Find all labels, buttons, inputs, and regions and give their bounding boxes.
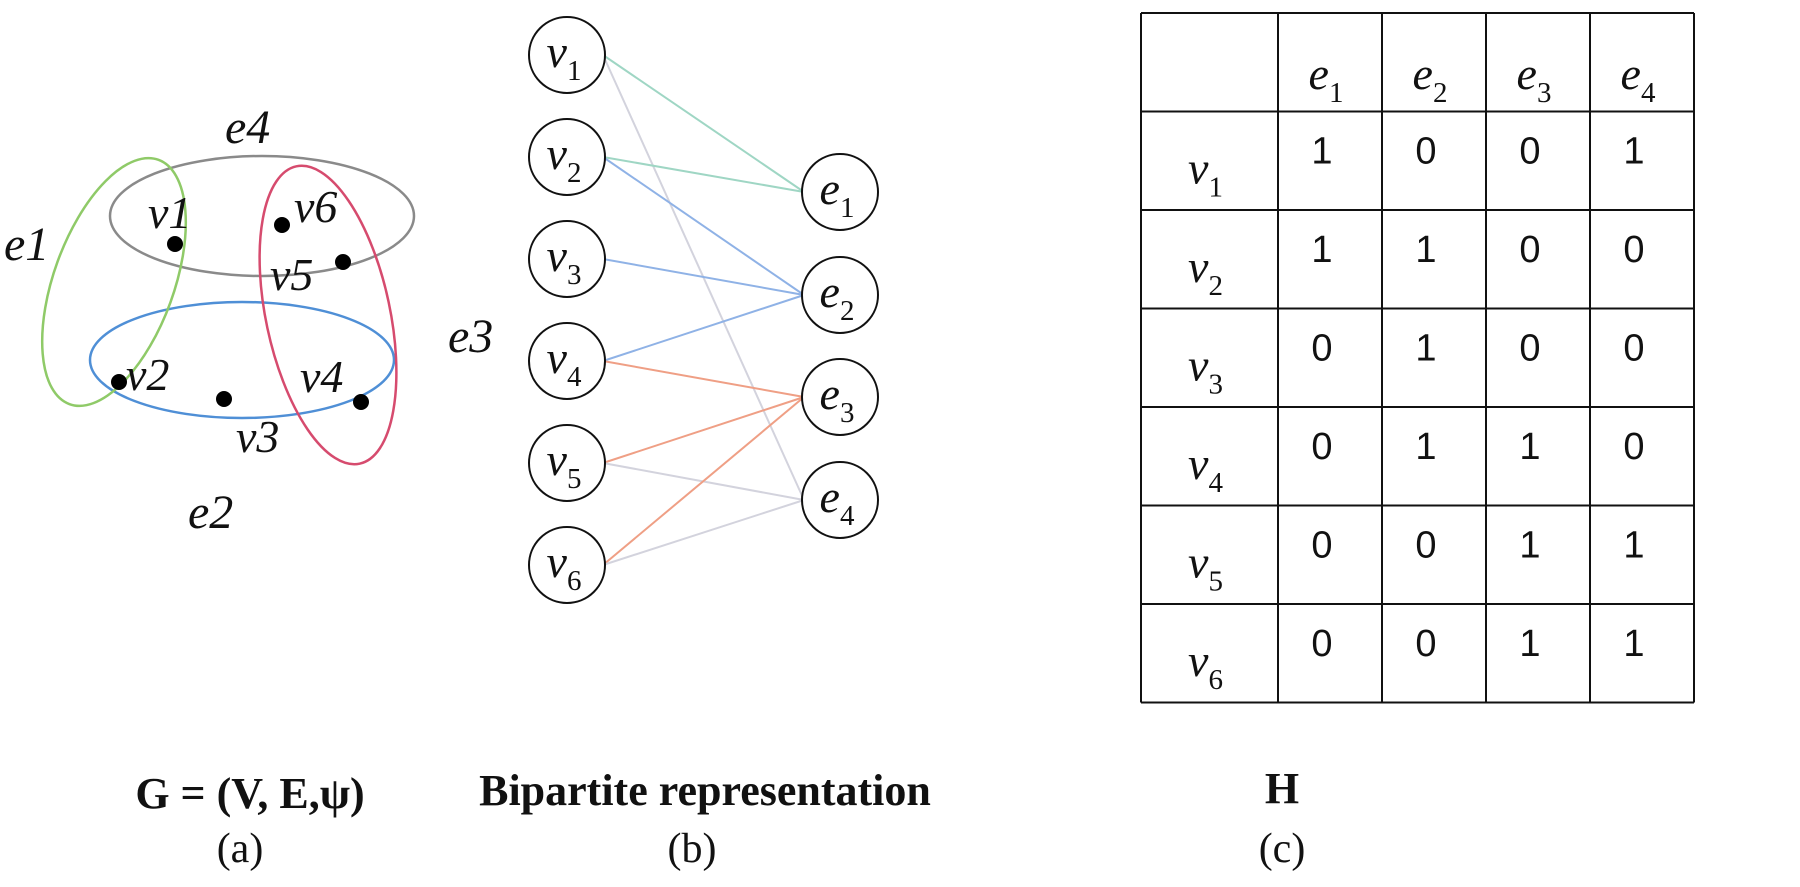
vertex-dot-v2: [111, 374, 127, 390]
hyperedge-label-e4: e4: [225, 101, 270, 154]
vertex-label-v2: v2: [126, 349, 169, 400]
matrix-cell-v6-e3: 1: [1519, 623, 1540, 665]
bipartite-edge-v5-e3: [602, 396, 805, 464]
vertex-dot-v5: [335, 254, 351, 270]
matrix-row-label-v3: v3: [1188, 340, 1223, 401]
bipartite-node-v4: [528, 322, 606, 400]
panel-c-sublabel: (c): [1259, 826, 1306, 872]
vertex-dot-v6: [274, 217, 290, 233]
bipartite-node-label-e4: e4: [820, 471, 855, 532]
matrix-cell-v5-e3: 1: [1519, 525, 1540, 567]
matrix-cell-v2-e4: 0: [1623, 229, 1644, 271]
bipartite-node-label-e1: e1: [820, 163, 855, 224]
panel-c-title: H: [1265, 764, 1299, 813]
bipartite-node-e4: [801, 461, 879, 539]
matrix-cell-v5-e2: 0: [1415, 525, 1436, 567]
bipartite-edge-v4-e3: [602, 360, 805, 398]
matrix-row-label-v2: v2: [1188, 241, 1223, 302]
matrix-header-e4: e4: [1621, 48, 1656, 109]
matrix-cell-v2-e2: 1: [1415, 229, 1436, 271]
matrix-row-label-v1: v1: [1188, 143, 1223, 204]
matrix-cell-v6-e4: 1: [1623, 623, 1644, 665]
matrix-cell-v3-e2: 1: [1415, 328, 1436, 370]
vertex-label-v4: v4: [300, 351, 343, 402]
matrix-header-e3: e3: [1517, 48, 1552, 109]
bipartite-edge-v4-e2: [602, 294, 805, 362]
matrix-cell-v1-e3: 0: [1519, 131, 1540, 173]
incidence-matrix-table: e1 e2 e3 e4 v1 1 0 0 1 v2 1 1 0 0 v3 0 1 0 0 v4 0 1 1 0 v5 0 0 1 1 v6…: [1140, 12, 1695, 704]
bipartite-edge-v2-e2: [602, 156, 805, 296]
bipartite-node-e2: [801, 256, 879, 334]
bipartite-node-label-e3: e3: [820, 368, 855, 429]
matrix-cell-v4-e3: 1: [1519, 426, 1540, 468]
matrix-cell-v6-e2: 0: [1415, 623, 1436, 665]
vertex-dot-v3: [216, 391, 232, 407]
bipartite-node-label-v3: v3: [547, 230, 582, 291]
hyperedge-label-e1: e1: [4, 218, 49, 271]
matrix-cell-v5-e1: 0: [1311, 525, 1332, 567]
bipartite-node-v6: [528, 526, 606, 604]
matrix-cell-v3-e4: 0: [1623, 328, 1644, 370]
matrix-row-label-v4: v4: [1188, 438, 1223, 499]
panel-b-sublabel: (b): [668, 826, 717, 872]
matrix-cell-v6-e1: 0: [1311, 623, 1332, 665]
matrix-header-e2: e2: [1413, 48, 1448, 109]
matrix-cell-v3-e3: 0: [1519, 328, 1540, 370]
matrix-header-e1: e1: [1309, 48, 1344, 109]
matrix-cell-v4-e2: 1: [1415, 426, 1436, 468]
matrix-cell-v1-e2: 0: [1415, 131, 1436, 173]
matrix-cell-v5-e4: 1: [1623, 525, 1644, 567]
vertex-label-v1: v1: [148, 187, 191, 238]
bipartite-node-label-v1: v1: [547, 26, 582, 87]
vertex-label-v3: v3: [236, 411, 279, 462]
hyperedge-label-e3: e3: [448, 310, 493, 363]
bipartite-node-label-v6: v6: [547, 536, 582, 597]
bipartite-edge-v3-e2: [602, 258, 805, 296]
matrix-row-label-v6: v6: [1188, 635, 1223, 696]
bipartite-node-label-e2: e2: [820, 266, 855, 327]
bipartite-node-e1: [801, 153, 879, 231]
bipartite-edge-v6-e4: [602, 499, 805, 566]
bipartite-edge-v1-e1: [602, 54, 805, 193]
panel-a-formula: G = (V, E,ψ): [135, 769, 364, 818]
bipartite-node-label-v5: v5: [547, 434, 582, 495]
matrix-cell-v4-e4: 0: [1623, 426, 1644, 468]
bipartite-node-v1: [528, 16, 606, 94]
matrix-cell-v1-e1: 1: [1311, 131, 1332, 173]
panel-b-bipartite: v1 v2 v3 v4 v5 v6 e1 e2 e3 e4 Bipartite represen…: [479, 16, 931, 872]
panel-a-sublabel: (a): [217, 826, 264, 872]
vertex-label-v6: v6: [294, 181, 337, 232]
hyperedge-label-e2: e2: [188, 486, 233, 539]
hyperedge-e4-ellipse: [108, 154, 416, 278]
bipartite-edge-v6-e3: [602, 396, 805, 566]
hyperedge-e1-ellipse: [40, 156, 188, 408]
bipartite-node-e3: [801, 358, 879, 436]
bipartite-node-v5: [528, 424, 606, 502]
matrix-cell-v1-e4: 1: [1623, 131, 1644, 173]
matrix-cell-v2-e1: 1: [1311, 229, 1332, 271]
vertex-dot-v1: [167, 236, 183, 252]
bipartite-node-v2: [528, 118, 606, 196]
panel-a-hypergraph: v1 v6 v5 v2 v4 v3 e4 e1 e3 e2 G = (V, E,…: [4, 101, 493, 872]
bipartite-vertex-nodes: v1 v2 v3 v4 v5 v6: [528, 16, 606, 604]
bipartite-hyperedge-nodes: e1 e2 e3 e4: [801, 153, 879, 539]
bipartite-edges: [602, 54, 805, 566]
vertex-dot-v4: [353, 394, 369, 410]
bipartite-node-v3: [528, 220, 606, 298]
matrix-cell-v2-e3: 0: [1519, 229, 1540, 271]
panel-b-title: Bipartite representation: [479, 766, 931, 815]
matrix-cell-v4-e1: 0: [1311, 426, 1332, 468]
bipartite-node-label-v4: v4: [547, 332, 582, 393]
bipartite-edge-v2-e1: [602, 156, 805, 193]
matrix-cell-v3-e1: 0: [1311, 328, 1332, 370]
bipartite-node-label-v2: v2: [547, 128, 582, 189]
panel-c-incidence-matrix: e1 e2 e3 e4 v1 1 0 0 1 v2 1 1 0 0 v3 0 1 0 0 v4 0 1 1 0 v5 0 0 1 1 v6…: [1140, 12, 1695, 872]
vertex-label-v5: v5: [270, 249, 313, 300]
hyperedge-e3-ellipse: [258, 164, 398, 466]
matrix-row-label-v5: v5: [1188, 537, 1223, 598]
hyperedge-e2-ellipse: [88, 300, 396, 420]
